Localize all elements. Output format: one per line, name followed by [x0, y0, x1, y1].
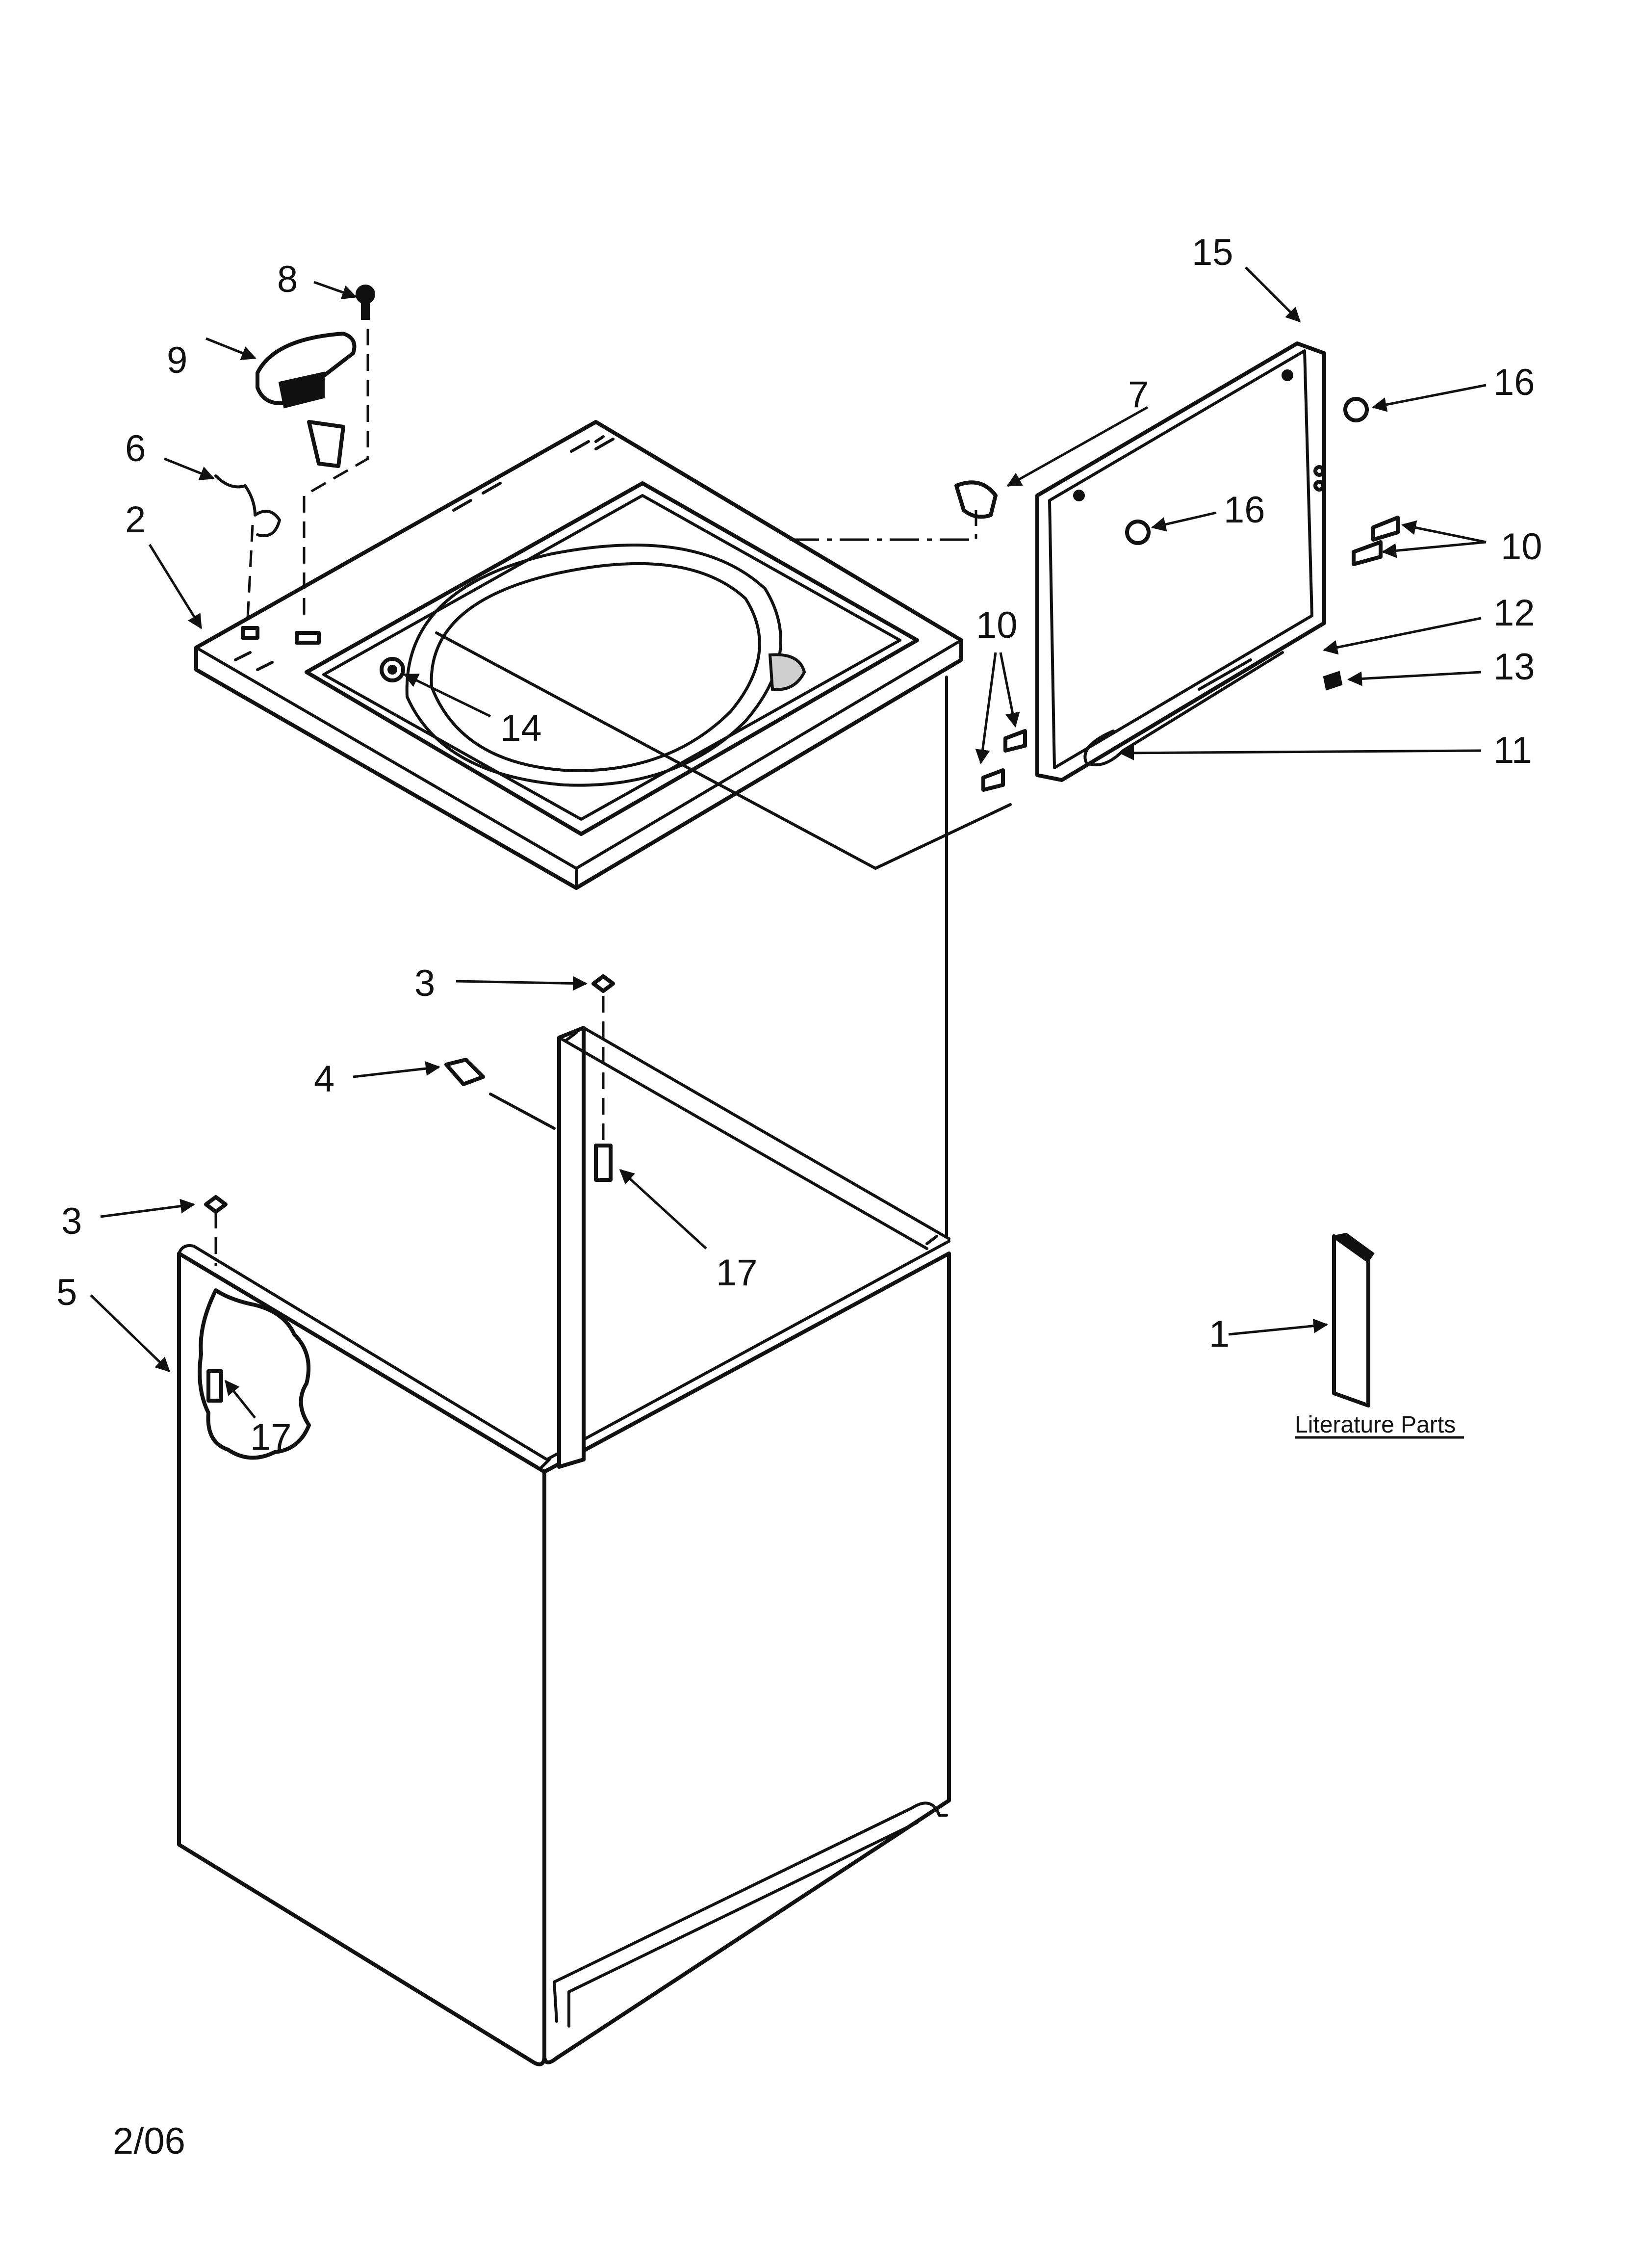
callout-16b: 16: [1224, 489, 1265, 531]
callout-4: 4: [314, 1058, 334, 1100]
assembly-lines: [214, 329, 1012, 1266]
callout-17a: 17: [716, 1252, 758, 1294]
callout-3a: 3: [414, 963, 435, 1004]
part-8-screw: [356, 285, 375, 320]
callout-14: 14: [500, 707, 542, 749]
callout-9: 9: [167, 339, 187, 381]
part-17-screw-b: [206, 1369, 223, 1403]
callout-3b: 3: [61, 1200, 82, 1242]
callout-7: 7: [1128, 374, 1149, 416]
part-14-hinge: [380, 657, 405, 682]
leader-lines: [90, 266, 1487, 1419]
callout-6: 6: [125, 428, 146, 469]
part-9-lid-switch: [256, 332, 357, 468]
callout-2: 2: [125, 499, 146, 541]
callout-16a: 16: [1493, 362, 1535, 403]
callout-17b: 17: [250, 1416, 292, 1458]
callout-10a: 10: [976, 604, 1018, 646]
callout-13: 13: [1493, 646, 1535, 688]
callout-1: 1: [1209, 1313, 1230, 1355]
part-13-nut: [1323, 671, 1343, 691]
literature-parts-caption: Literature Parts: [1295, 1412, 1456, 1438]
part-3-clip-b: [204, 1195, 228, 1214]
part-6-clip: [214, 474, 281, 537]
part-16-bumper-a: [1343, 397, 1369, 422]
part-4-screw: [444, 1058, 485, 1086]
washer-lid: [1035, 341, 1326, 782]
callout-5: 5: [56, 1272, 77, 1313]
callout-8: 8: [277, 259, 298, 300]
part-7-actuator: [954, 480, 998, 519]
part-10-screws: [981, 516, 1400, 792]
callout-12: 12: [1493, 592, 1535, 634]
callout-10b: 10: [1501, 526, 1542, 568]
part-16-bumper-b: [1125, 520, 1151, 545]
date-code: 2/06: [113, 2120, 185, 2162]
part-17-screw-a: [594, 1144, 613, 1182]
callout-11: 11: [1493, 730, 1532, 771]
cabinet: [177, 1026, 951, 2066]
washer-top: [194, 420, 963, 890]
part-3-clip-a: [591, 974, 615, 993]
callout-15: 15: [1192, 232, 1233, 273]
literature-packet: [1332, 1232, 1375, 1408]
